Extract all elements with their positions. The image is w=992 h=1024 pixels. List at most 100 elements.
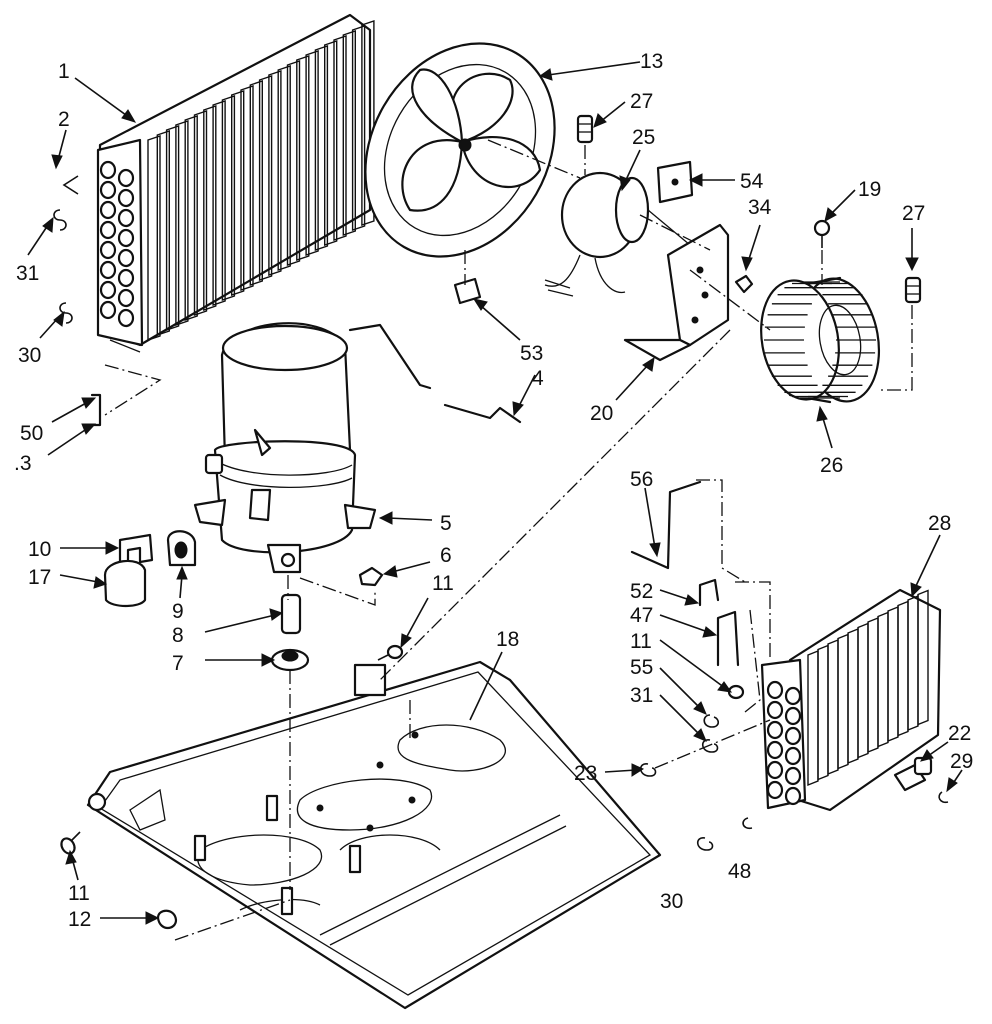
condenser-fin bbox=[333, 35, 347, 241]
evaporator-fin bbox=[837, 633, 849, 770]
condenser-fin bbox=[175, 120, 189, 326]
evaporator-fin bbox=[887, 605, 899, 743]
callout-11: 11 bbox=[68, 882, 90, 905]
callout-23: 23 bbox=[574, 762, 597, 785]
evaporator-fin bbox=[867, 616, 879, 754]
condenser-tube-end bbox=[99, 220, 117, 240]
callout-6: 6 bbox=[440, 544, 452, 567]
stud bbox=[193, 794, 362, 916]
callout-29: 29 bbox=[950, 750, 973, 773]
evaporator-tube-end bbox=[784, 786, 802, 806]
callout-25: 25 bbox=[632, 126, 655, 149]
callout-11: 11 bbox=[432, 572, 454, 595]
callout-7: 7 bbox=[172, 652, 184, 675]
gasket-9 bbox=[166, 530, 197, 567]
evaporator-tube-end bbox=[766, 780, 784, 800]
condenser-tube-end bbox=[117, 268, 135, 288]
tube-56 bbox=[630, 480, 702, 570]
callout-19: 19 bbox=[858, 178, 881, 201]
clip-55 bbox=[703, 714, 720, 728]
condenser-tube-end bbox=[99, 160, 117, 180]
clip-12 bbox=[156, 909, 178, 930]
condenser-fin bbox=[305, 50, 319, 256]
blower-wheel bbox=[760, 276, 881, 404]
clip-31-left bbox=[53, 209, 67, 231]
callout-4: 4 bbox=[532, 367, 544, 390]
condenser-coil bbox=[96, 13, 375, 353]
evaporator-tube-end bbox=[766, 740, 784, 760]
condenser-fin bbox=[277, 65, 291, 271]
callout-2: 2 bbox=[58, 108, 70, 131]
evaporator-tube-end bbox=[784, 726, 802, 746]
nut-6 bbox=[358, 566, 384, 587]
evaporator-tube-end bbox=[784, 766, 802, 786]
condenser-fin bbox=[231, 90, 245, 296]
callout-30: 30 bbox=[660, 890, 683, 913]
evaporator-fin bbox=[817, 644, 829, 781]
mount-plate bbox=[656, 160, 694, 204]
evaporator-tube-end bbox=[784, 686, 802, 706]
callout-10: 10 bbox=[28, 538, 51, 561]
screw-11-middle bbox=[377, 644, 404, 661]
callout-47: 47 bbox=[630, 604, 653, 627]
clip-30-right bbox=[696, 837, 714, 851]
evaporator-tube-end bbox=[766, 760, 784, 780]
condenser-fin bbox=[268, 70, 282, 276]
callout-13: 13 bbox=[640, 50, 663, 73]
condenser-tube-end bbox=[117, 248, 135, 268]
callout-54: 54 bbox=[740, 170, 764, 193]
callout-11: 11 bbox=[630, 630, 652, 653]
condenser-tube-end bbox=[117, 288, 135, 308]
sleeve-8 bbox=[280, 593, 302, 635]
grommet-7 bbox=[270, 648, 310, 672]
condenser-tube-end bbox=[99, 300, 117, 320]
condenser-tube-end bbox=[117, 168, 135, 188]
callout-48: 48 bbox=[728, 860, 751, 883]
fan-blade-assembly bbox=[364, 42, 556, 258]
condenser-fin bbox=[258, 75, 273, 281]
condenser-fin bbox=[286, 60, 301, 266]
callout-28: 28 bbox=[928, 512, 951, 535]
callout-labels: 1 2 31 30 50 .3 13 27 25 54 19 34 27 53 … bbox=[14, 50, 973, 931]
callout-34: 34 bbox=[748, 196, 772, 219]
screw-19 bbox=[813, 219, 831, 248]
clip-29 bbox=[938, 791, 949, 804]
callout-31: 31 bbox=[16, 262, 39, 285]
clip-30-left bbox=[59, 302, 73, 324]
evaporator-fin bbox=[827, 638, 839, 776]
condenser-tube-end bbox=[99, 280, 117, 300]
condenser-tube-end bbox=[99, 180, 117, 200]
condenser-fin bbox=[240, 85, 254, 291]
condenser-tube-end bbox=[117, 208, 135, 228]
condenser-tube-end bbox=[99, 260, 117, 280]
evaporator-fin bbox=[907, 594, 919, 732]
callout-22: 22 bbox=[948, 722, 971, 745]
evaporator-fin bbox=[807, 649, 819, 787]
screw-11-bottom bbox=[60, 831, 81, 855]
callout-27: 27 bbox=[630, 90, 653, 113]
callout-27: 27 bbox=[902, 202, 925, 225]
evaporator-coil bbox=[760, 588, 942, 812]
condenser-fin bbox=[314, 45, 329, 251]
condenser-tube-end bbox=[117, 228, 135, 248]
cover-17 bbox=[103, 559, 147, 608]
callout-50: 50 bbox=[20, 422, 43, 445]
clip-23 bbox=[639, 763, 657, 777]
callout-55: 55 bbox=[630, 656, 653, 679]
callout-53: 53 bbox=[520, 342, 543, 365]
condenser-fin bbox=[361, 20, 375, 226]
evaporator-tube-end bbox=[766, 680, 784, 700]
tube-47 bbox=[716, 610, 740, 667]
condenser-fin bbox=[221, 95, 236, 301]
condenser-fin bbox=[165, 125, 180, 331]
callout-31: 31 bbox=[630, 684, 653, 707]
explosion-lines bbox=[104, 139, 913, 941]
tube-52 bbox=[698, 578, 720, 607]
condenser-fin bbox=[324, 40, 338, 246]
callout-12: 12 bbox=[68, 908, 91, 931]
condenser-fin bbox=[156, 130, 170, 336]
fan-motor bbox=[544, 171, 691, 297]
evaporator-fin bbox=[917, 589, 929, 726]
condenser-tube-end bbox=[117, 188, 135, 208]
